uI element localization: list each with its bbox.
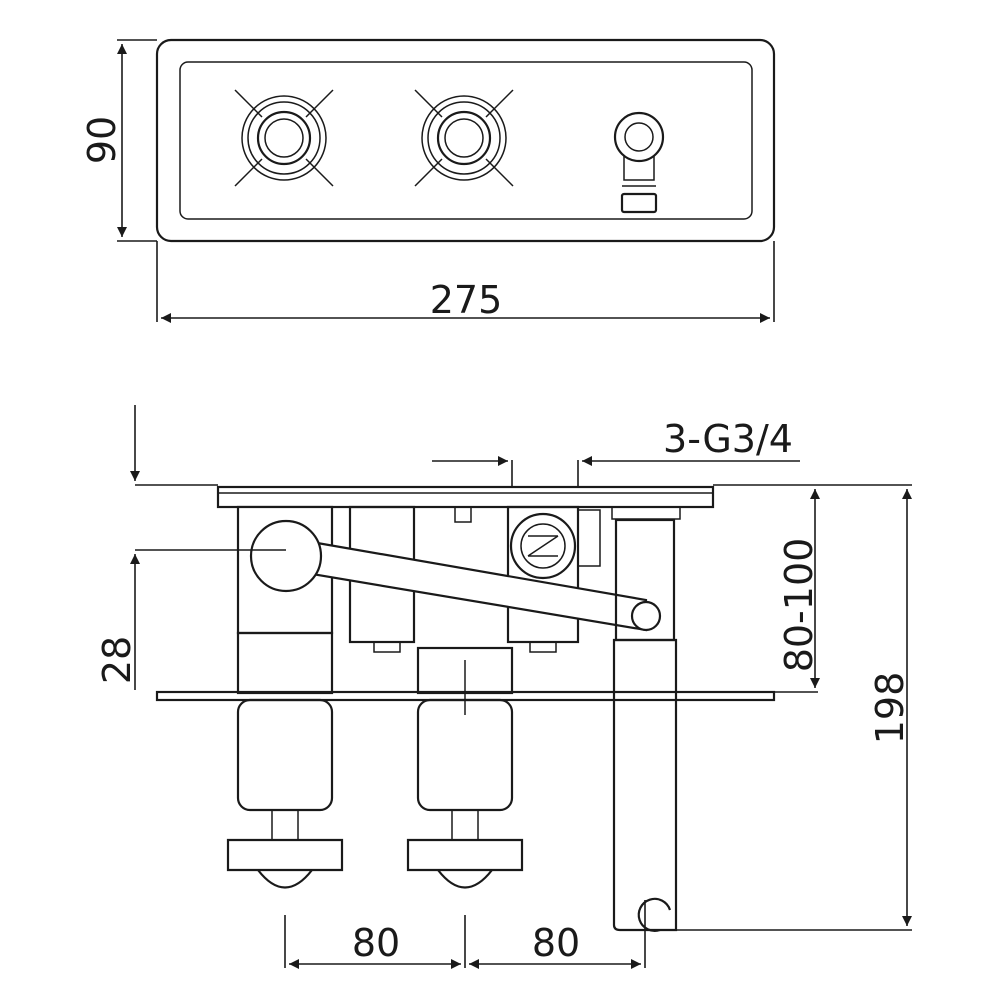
- outlet-port: [509, 512, 577, 580]
- top-view: 90 275: [80, 38, 776, 323]
- width-dimension-label: 275: [430, 278, 503, 322]
- cartridge-right: [506, 505, 580, 644]
- depth-range-label: 80-100: [777, 538, 821, 673]
- cross-handle-left-side: [226, 838, 344, 889]
- shower-holder: [612, 638, 678, 932]
- faceplate-inner: [179, 61, 753, 220]
- cross-handle-left: [234, 89, 334, 187]
- shower-outlet: [613, 111, 665, 214]
- faceplate-outline: [155, 38, 776, 243]
- offset-dimension-label: 28: [95, 636, 139, 684]
- wall-finish-plate: [155, 690, 776, 702]
- spacing-left-label: 80: [352, 921, 400, 965]
- connection-size-label: 3-G3/4: [663, 417, 793, 461]
- cross-handle-right: [414, 89, 514, 187]
- spacing-right-label: 80: [532, 921, 580, 965]
- height-dimension-label: 90: [80, 116, 124, 164]
- cross-handle-right-side: [406, 838, 524, 889]
- diverter-lever: [249, 519, 662, 632]
- side-view: 3-G3/4 28 80-100 198 80 80: [95, 405, 912, 969]
- mounting-plate: [216, 485, 715, 509]
- total-height-label: 198: [868, 672, 912, 745]
